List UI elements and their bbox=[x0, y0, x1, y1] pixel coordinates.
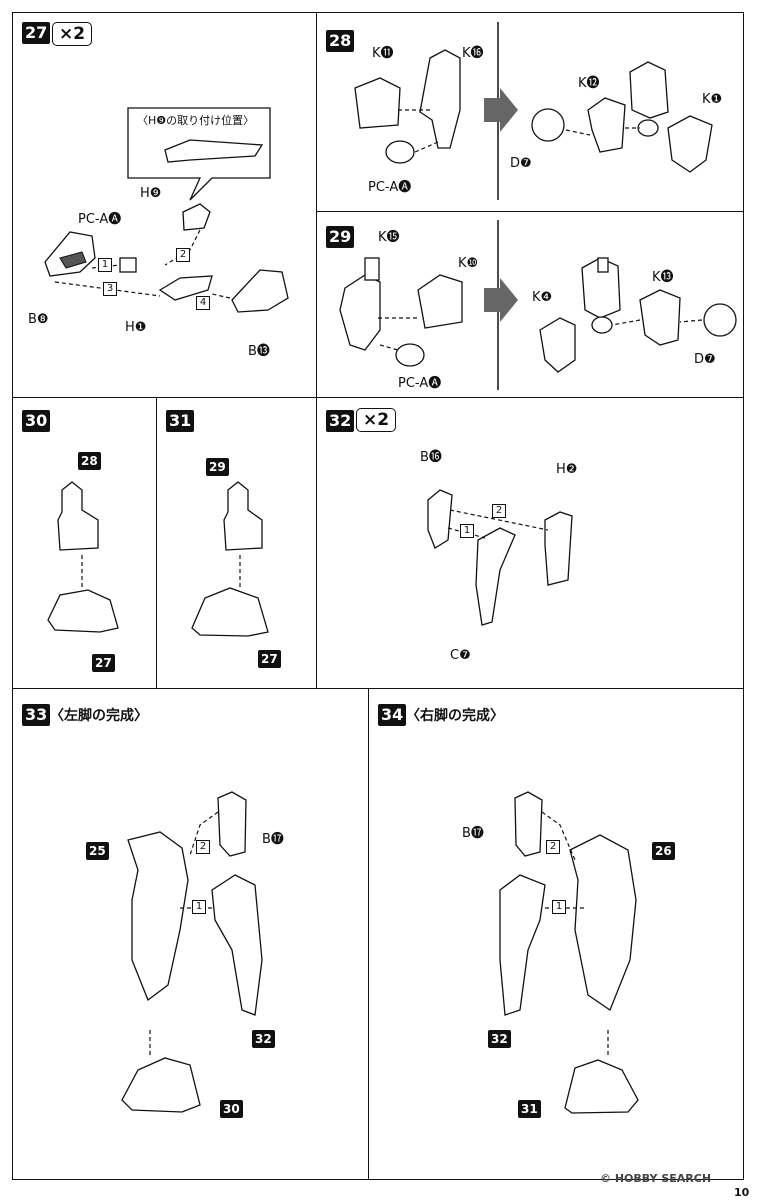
order-marker: 1 bbox=[192, 900, 206, 914]
part-label-b13: B⓭ bbox=[248, 344, 270, 359]
step-number: 28 bbox=[326, 30, 355, 52]
step-number: 34 bbox=[378, 704, 407, 726]
watermark: © HOBBY SEARCH bbox=[600, 1172, 712, 1185]
order-marker: 3 bbox=[103, 282, 117, 296]
panel-step-27 bbox=[12, 12, 317, 398]
order-marker: 2 bbox=[492, 504, 506, 518]
order-marker: 1 bbox=[98, 258, 112, 272]
step-title: 〈左脚の完成〉 bbox=[50, 708, 148, 724]
part-label-k12: K⓬ bbox=[578, 76, 600, 91]
part-label-k4: K❹ bbox=[532, 290, 553, 305]
subassembly-ref: 32 bbox=[488, 1030, 511, 1048]
part-label-b17: B⓱ bbox=[462, 826, 484, 841]
step-number: 29 bbox=[326, 226, 355, 248]
order-marker: 1 bbox=[552, 900, 566, 914]
arrow-right-icon bbox=[484, 88, 518, 132]
order-marker: 1 bbox=[460, 524, 474, 538]
part-label-k15: K⓯ bbox=[378, 230, 400, 245]
panel-step-34 bbox=[368, 688, 744, 1180]
part-label-k1: K❶ bbox=[702, 92, 723, 107]
part-label-c7: C❼ bbox=[450, 648, 471, 663]
quantity-badge: ×2 bbox=[356, 408, 397, 432]
step-number: 30 bbox=[22, 410, 51, 432]
callout-title: 〈H❾の取り付け位置〉 bbox=[137, 114, 255, 127]
subassembly-ref: 28 bbox=[78, 452, 101, 470]
subassembly-ref: 30 bbox=[220, 1100, 243, 1118]
part-label-pca: PC-A🅐 bbox=[368, 180, 412, 195]
order-marker: 2 bbox=[546, 840, 560, 854]
order-marker: 4 bbox=[196, 296, 210, 310]
part-label-d7: D❼ bbox=[510, 156, 532, 171]
part-label-h9: H❾ bbox=[140, 186, 162, 201]
order-marker: 2 bbox=[176, 248, 190, 262]
subassembly-ref: 26 bbox=[652, 842, 675, 860]
part-label-k13: K⓭ bbox=[652, 270, 674, 285]
panel-step-32 bbox=[316, 397, 744, 689]
order-marker: 2 bbox=[196, 840, 210, 854]
subassembly-ref: 31 bbox=[518, 1100, 541, 1118]
part-label-h1: H❶ bbox=[125, 320, 147, 335]
arrow-right-icon bbox=[484, 278, 518, 322]
subassembly-ref: 27 bbox=[92, 654, 115, 672]
subassembly-ref: 27 bbox=[258, 650, 281, 668]
part-label-h2: H❷ bbox=[556, 462, 578, 477]
step-number: 32 bbox=[326, 410, 355, 432]
part-label-pca: PC-A🅐 bbox=[78, 212, 122, 227]
subassembly-ref: 25 bbox=[86, 842, 109, 860]
step-title: 〈右脚の完成〉 bbox=[406, 708, 504, 724]
part-label-k11: K⓫ bbox=[372, 46, 394, 61]
part-label-k10: K❿ bbox=[458, 256, 479, 271]
step-number: 33 bbox=[22, 704, 51, 726]
subassembly-ref: 29 bbox=[206, 458, 229, 476]
subassembly-ref: 32 bbox=[252, 1030, 275, 1048]
step-number: 31 bbox=[166, 410, 195, 432]
step-number: 27 bbox=[22, 22, 51, 44]
part-label-pca: PC-A🅐 bbox=[398, 376, 442, 391]
part-label-b16: B⓰ bbox=[420, 450, 442, 465]
part-label-b17: B⓱ bbox=[262, 832, 284, 847]
part-label-k16: K⓰ bbox=[462, 46, 484, 61]
part-label-d7: D❼ bbox=[694, 352, 716, 367]
quantity-badge: ×2 bbox=[52, 22, 93, 46]
page-number: 10 bbox=[734, 1186, 750, 1199]
part-label-b8: B❽ bbox=[28, 312, 49, 327]
